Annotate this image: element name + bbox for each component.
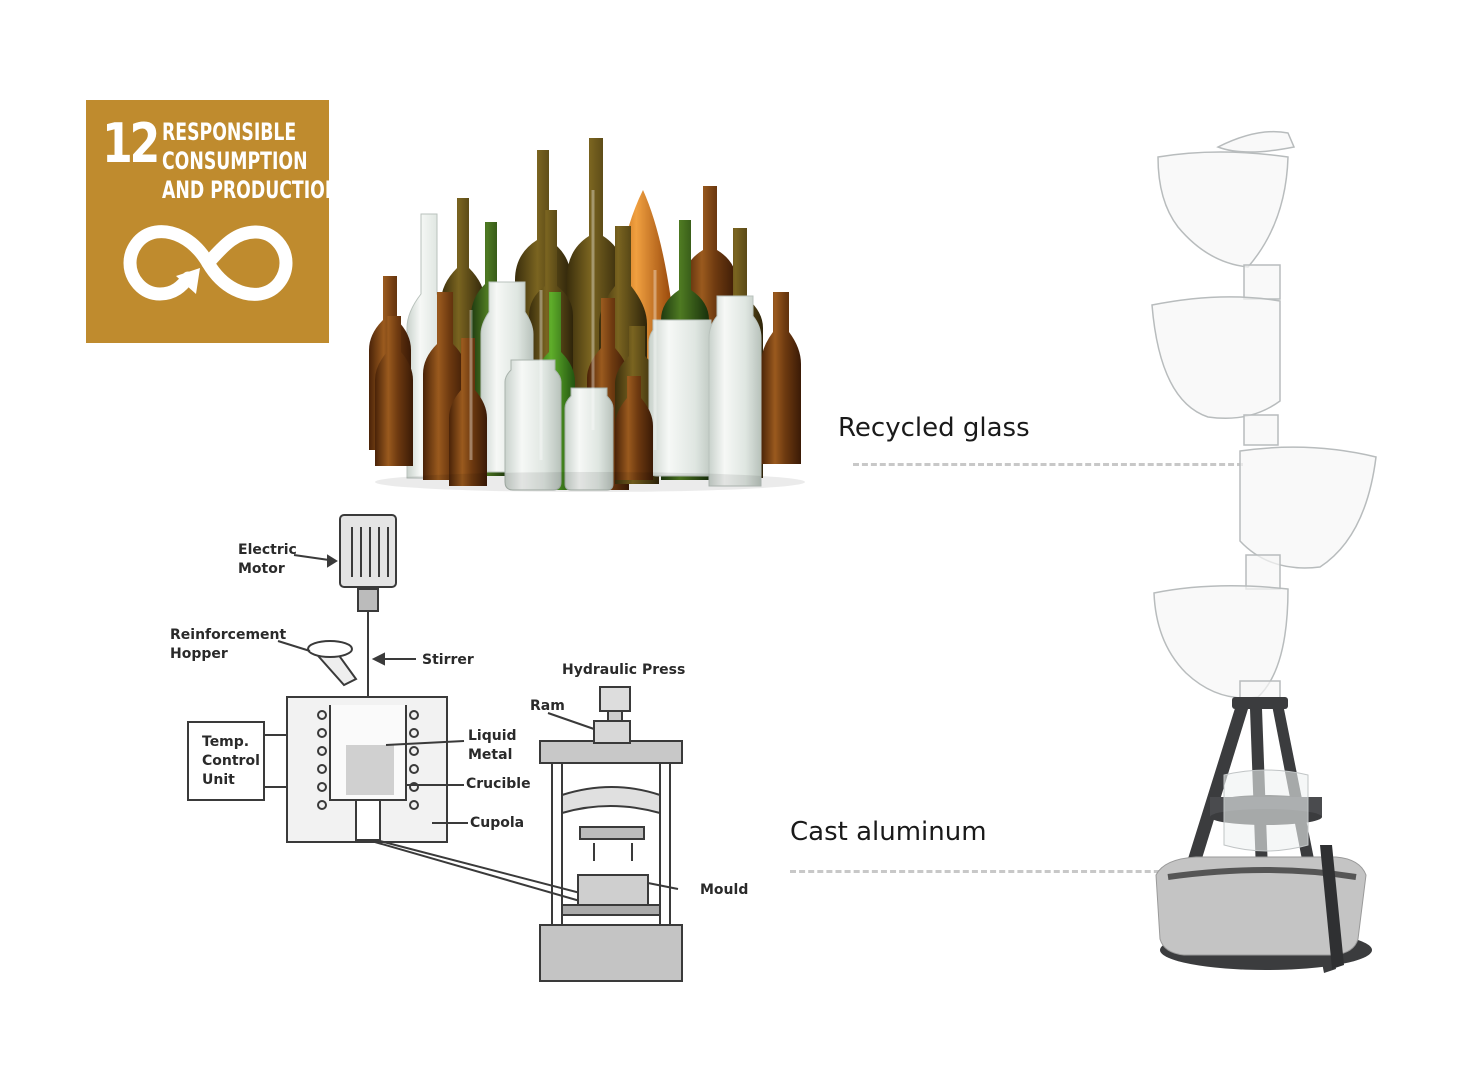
stir-casting-schematic bbox=[187, 514, 683, 982]
infinity-arrow-icon bbox=[123, 225, 293, 301]
label-electric-motor: Electric Motor bbox=[238, 542, 297, 577]
label-hydraulic-press: Hydraulic Press bbox=[562, 662, 686, 678]
sdg-number: 12 bbox=[102, 112, 160, 175]
stir-casting-diagram: Electric Motor Reinforcement Hopper Stir… bbox=[160, 505, 760, 990]
sdg-title-line-2: CONSUMPTION bbox=[162, 147, 308, 175]
label-mould: Mould bbox=[700, 882, 749, 898]
label-liquid-metal: Liquid Metal bbox=[468, 728, 517, 763]
label-cupola: Cupola bbox=[470, 815, 525, 831]
sdg-badge-background bbox=[86, 100, 329, 343]
label-crucible: Crucible bbox=[466, 776, 531, 792]
recycled-glass-bottles-image bbox=[369, 138, 805, 492]
vertical-planter-render bbox=[1151, 130, 1377, 973]
sdg-title-line-3: AND PRODUCTION bbox=[162, 176, 340, 204]
label-ram: Ram bbox=[530, 698, 565, 714]
leader-line-cast-aluminum bbox=[790, 870, 1178, 873]
material-label-recycled-glass: Recycled glass bbox=[838, 413, 1030, 443]
label-reinforcement-hopper: Reinforcement Hopper bbox=[170, 627, 287, 662]
sdg-title-line-1: RESPONSIBLE bbox=[162, 118, 297, 146]
material-label-cast-aluminum: Cast aluminum bbox=[790, 817, 987, 847]
leader-line-recycled-glass bbox=[853, 463, 1243, 466]
label-stirrer: Stirrer bbox=[422, 652, 474, 668]
sdg-12-badge: 12 RESPONSIBLE CONSUMPTION AND PRODUCTIO… bbox=[86, 100, 339, 343]
label-temp-control-unit: Temp. Control Unit bbox=[202, 734, 260, 788]
